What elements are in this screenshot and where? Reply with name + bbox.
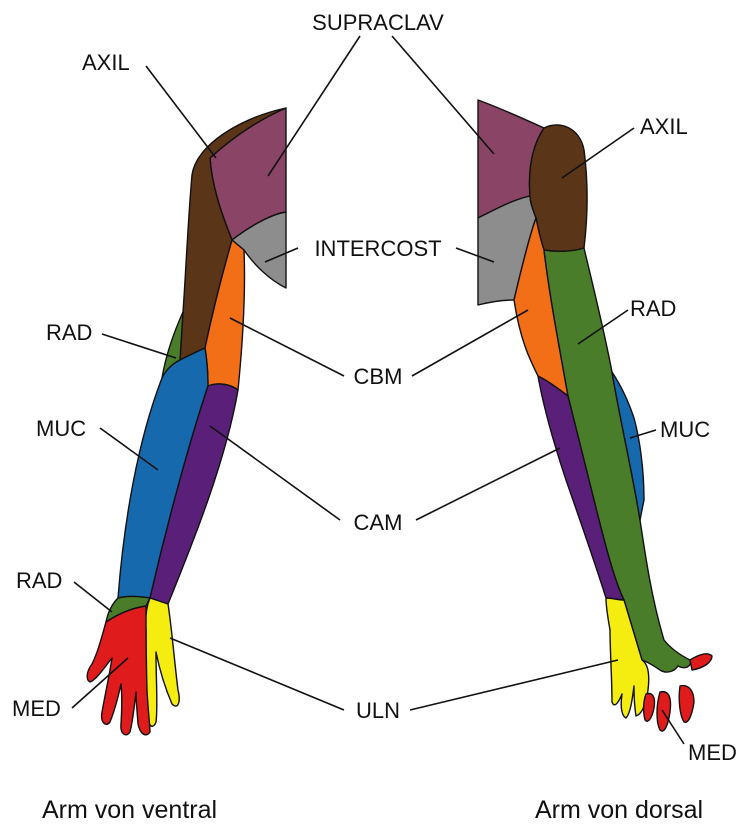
leader-cbm-ventral bbox=[230, 318, 344, 376]
label-rad-ventral-upper: RAD bbox=[46, 320, 92, 345]
dorsal-arm bbox=[478, 100, 712, 731]
leader-cbm-dorsal bbox=[412, 310, 528, 376]
dorsal-med-ring-region bbox=[644, 694, 655, 722]
label-rad-dorsal: RAD bbox=[630, 296, 676, 321]
label-muc-dorsal: MUC bbox=[660, 417, 710, 442]
leader-rad-ventral-upper bbox=[102, 334, 176, 358]
leader-supraclav-dorsal bbox=[392, 36, 494, 154]
label-supraclav: SUPRACLAV bbox=[312, 10, 444, 35]
label-axil-dorsal: AXIL bbox=[640, 114, 688, 139]
caption-ventral: Arm von ventral bbox=[42, 796, 217, 824]
label-uln: ULN bbox=[356, 698, 400, 723]
captions: Arm von ventral Arm von dorsal bbox=[42, 796, 703, 824]
leader-supraclav-ventral bbox=[268, 36, 360, 176]
dorsal-med-thumb-region bbox=[690, 654, 712, 670]
leader-uln-ventral bbox=[170, 638, 344, 710]
leader-axil-ventral bbox=[146, 66, 216, 158]
label-med-ventral: MED bbox=[12, 696, 61, 721]
dorsal-med-index-region bbox=[679, 686, 694, 723]
leader-rad-ventral-wrist bbox=[74, 582, 112, 612]
label-cbm: CBM bbox=[354, 364, 403, 389]
label-med-dorsal: MED bbox=[688, 740, 737, 765]
caption-dorsal: Arm von dorsal bbox=[535, 796, 703, 824]
label-intercost: INTERCOST bbox=[314, 236, 441, 261]
leader-uln-dorsal bbox=[410, 660, 618, 710]
label-rad-ventral-wrist: RAD bbox=[16, 568, 62, 593]
leader-cam-dorsal bbox=[416, 448, 560, 520]
ventral-med-region bbox=[87, 606, 150, 735]
leader-cam-ventral bbox=[210, 426, 340, 520]
ventral-uln-region bbox=[146, 598, 180, 726]
ventral-arm bbox=[87, 108, 286, 735]
label-axil-ventral: AXIL bbox=[82, 50, 130, 75]
label-cam: CAM bbox=[354, 510, 403, 535]
label-muc-ventral: MUC bbox=[36, 416, 86, 441]
